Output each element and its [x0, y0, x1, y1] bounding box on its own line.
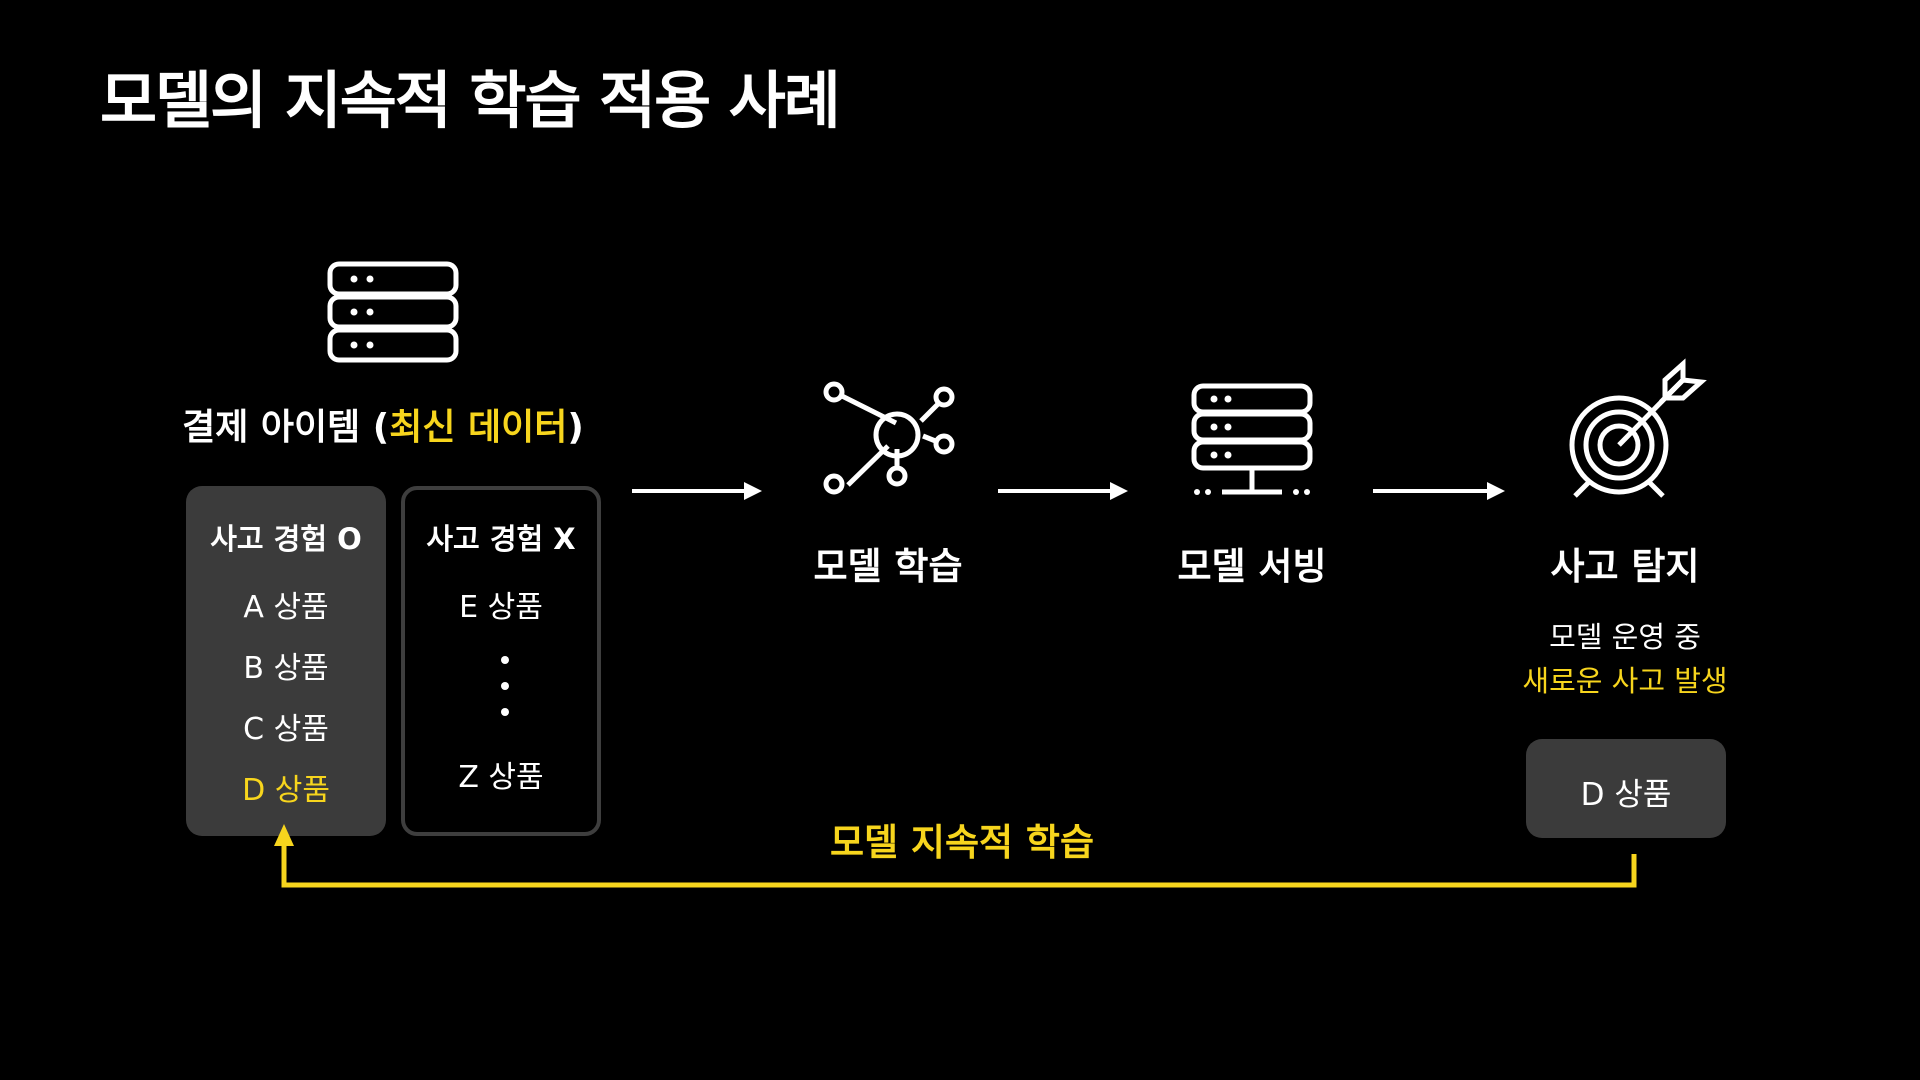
new-incident-item-box: D 상품 [1526, 739, 1726, 838]
list-item: B 상품 [243, 651, 329, 686]
operating-note: 모델 운영 중 [1549, 620, 1701, 654]
ellipsis-dot [501, 682, 509, 690]
list-item: C 상품 [243, 712, 329, 747]
server-icon [1191, 383, 1313, 495]
payment-label-main: 결제 아이템 ( [182, 407, 390, 448]
incident-detection-label: 사고 탐지 [1550, 545, 1700, 588]
incident-experienced-box: 사고 경험 O A 상품 B 상품 C 상품 D 상품 [186, 486, 386, 836]
payment-label-end: ) [567, 407, 584, 448]
target-icon [1569, 358, 1707, 498]
incident-not-experienced-header: 사고 경험 X [426, 522, 576, 556]
page-title: 모델의 지속적 학습 적용 사례 [100, 64, 841, 137]
latest-data-label: 최신 데이터 [389, 407, 568, 448]
arrow-right-icon [998, 482, 1128, 500]
incident-experienced-header: 사고 경험 O [210, 522, 362, 556]
payment-items-label: 결제 아이템 (최신 데이터) [170, 398, 596, 450]
incident-not-experienced-box: 사고 경험 X E 상품 Z 상품 [401, 486, 601, 836]
model-training-label: 모델 학습 [813, 545, 963, 588]
arrow-right-icon [632, 482, 762, 500]
list-item-highlighted: D 상품 [242, 773, 330, 808]
list-item: A 상품 [243, 590, 329, 625]
continual-learning-label: 모델 지속적 학습 [829, 821, 1095, 864]
ellipsis-dot [501, 656, 509, 664]
ellipsis-dot [501, 708, 509, 716]
list-item: E 상품 [459, 590, 543, 625]
new-incident-note: 새로운 사고 발생 [1522, 664, 1728, 698]
new-incident-item: D 상품 [1580, 777, 1672, 813]
list-item: Z 상품 [458, 760, 544, 795]
network-icon [823, 381, 955, 495]
feedback-loop-arrow [274, 824, 1637, 888]
database-icon [327, 261, 459, 363]
model-serving-label: 모델 서빙 [1177, 545, 1327, 588]
arrow-right-icon [1373, 482, 1505, 500]
